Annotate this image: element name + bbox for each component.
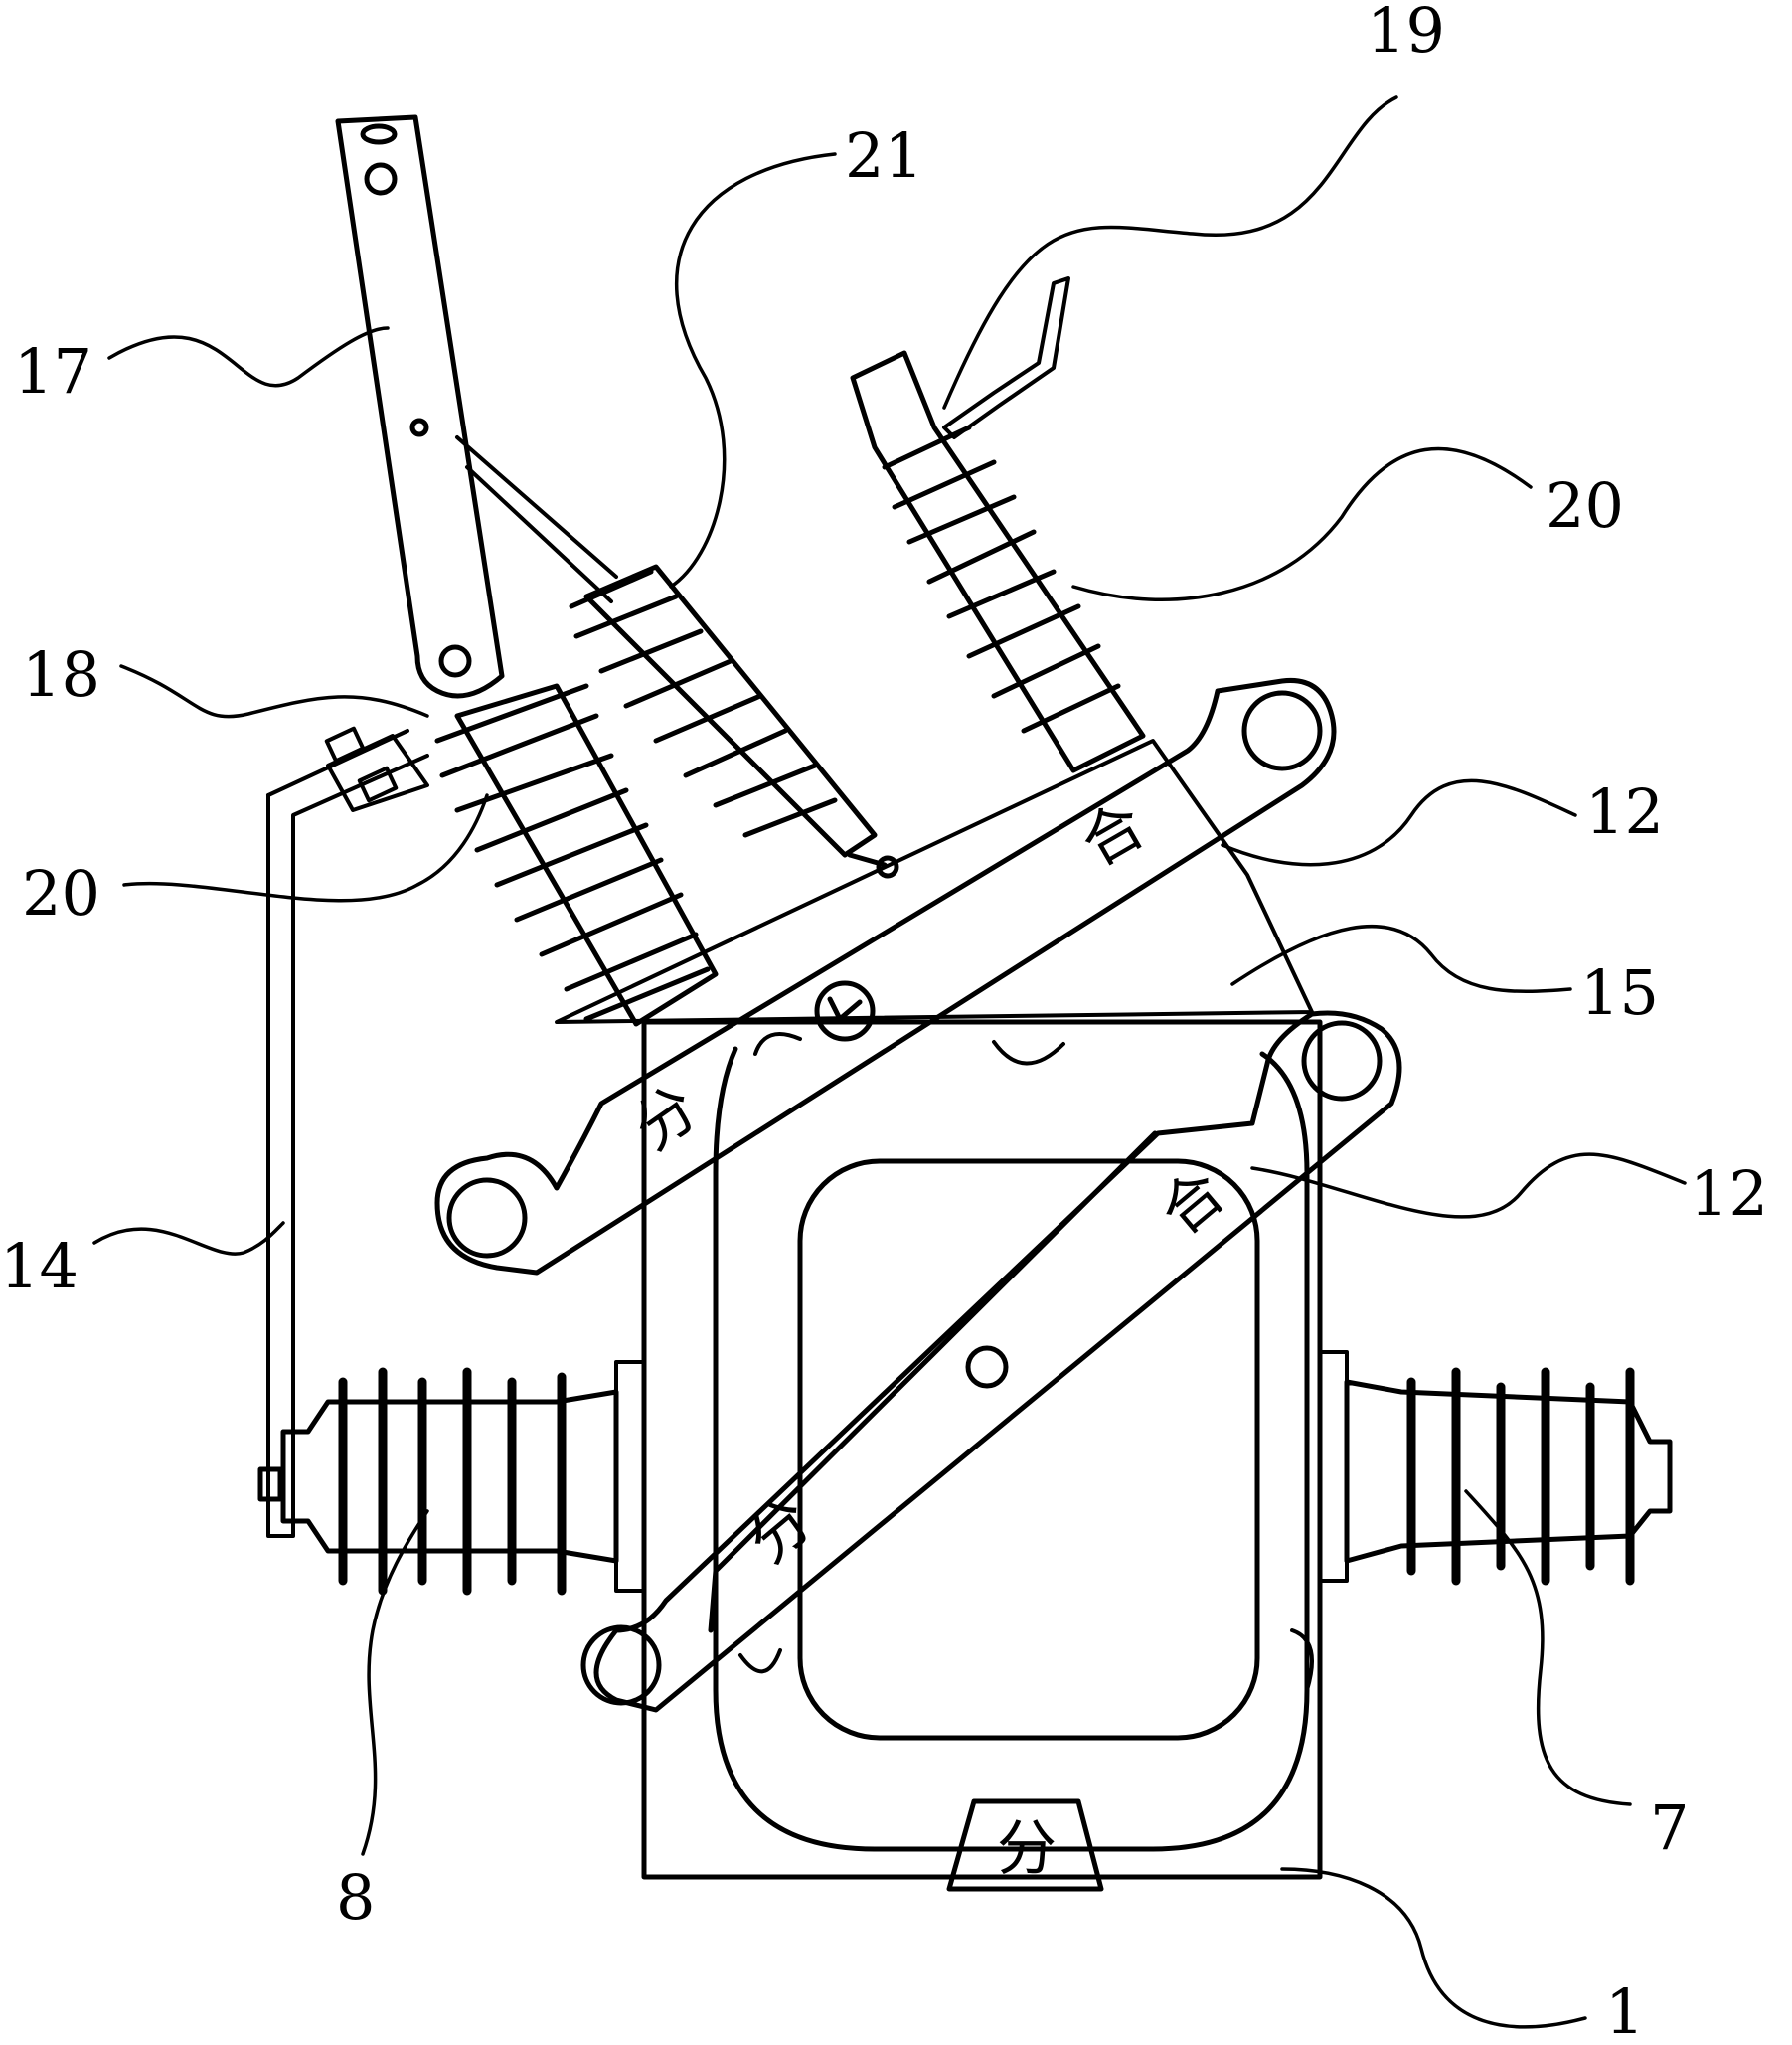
leader-14 bbox=[94, 1223, 283, 1254]
operating-arm bbox=[338, 117, 502, 696]
label-12-top: 12 bbox=[1585, 775, 1664, 848]
label-14: 14 bbox=[0, 1230, 79, 1302]
label-18: 18 bbox=[22, 638, 100, 711]
indicator-open-mark: 分 bbox=[997, 1814, 1057, 1884]
upper-contact bbox=[944, 278, 1068, 437]
leader-18 bbox=[121, 666, 427, 717]
support-plate bbox=[557, 741, 1312, 1022]
left-support-insulator bbox=[437, 686, 716, 1024]
leader-15 bbox=[1232, 927, 1570, 992]
leader-8 bbox=[363, 1511, 427, 1854]
leader-17 bbox=[109, 328, 388, 386]
lower-lever-open-mark: 分 bbox=[735, 1485, 826, 1577]
label-19: 19 bbox=[1367, 0, 1445, 67]
arm-link bbox=[457, 437, 616, 601]
right-bushing bbox=[1347, 1372, 1670, 1581]
leader-19 bbox=[944, 97, 1396, 408]
upper-lever-close-mark: 合 bbox=[1070, 790, 1157, 881]
label-17: 17 bbox=[14, 335, 92, 408]
lower-lever-close-mark: 合 bbox=[1148, 1157, 1238, 1249]
leader-20-top bbox=[1073, 448, 1531, 599]
leader-1 bbox=[1282, 1869, 1585, 2027]
label-20-left: 20 bbox=[22, 857, 100, 930]
label-8: 8 bbox=[336, 1861, 375, 1934]
connection-rod bbox=[268, 729, 427, 1536]
label-12-mid: 12 bbox=[1690, 1157, 1768, 1230]
label-21: 21 bbox=[845, 119, 923, 192]
upper-lever-open-mark: 分 bbox=[621, 1073, 710, 1164]
label-7: 7 bbox=[1650, 1791, 1689, 1864]
leader-12-top bbox=[1222, 780, 1575, 864]
label-1: 1 bbox=[1605, 1975, 1644, 2040]
lower-lever bbox=[583, 1013, 1399, 1710]
right-support-insulator bbox=[853, 353, 1143, 770]
label-15: 15 bbox=[1580, 956, 1659, 1029]
leader-21 bbox=[671, 154, 835, 587]
label-20-top: 20 bbox=[1546, 469, 1624, 542]
middle-insulator bbox=[571, 567, 896, 876]
left-bushing bbox=[260, 1372, 616, 1591]
